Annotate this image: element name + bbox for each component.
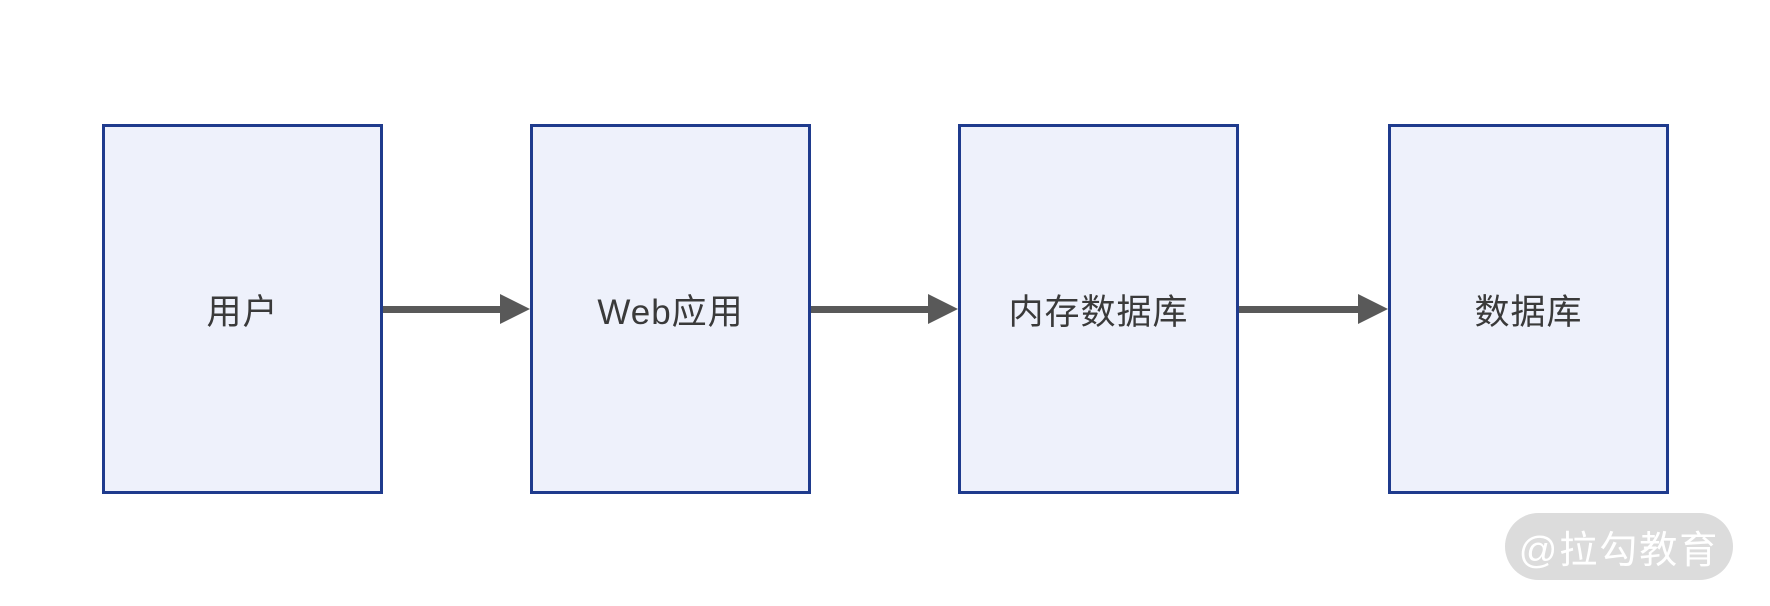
node-db: 数据库 [1388, 124, 1669, 494]
arrow-shaft [383, 305, 503, 313]
node-user: 用户 [102, 124, 383, 494]
watermark-badge: @拉勾教育 [1505, 513, 1733, 580]
arrow-head-icon [500, 294, 530, 324]
arrow-head-icon [1358, 294, 1388, 324]
arrow-head-icon [928, 294, 958, 324]
node-memory-db-label: 内存数据库 [1008, 292, 1189, 332]
flow-arrow-webapp-to-memorydb [811, 294, 958, 324]
arrow-shaft [811, 305, 931, 313]
node-web-app: Web应用 [530, 124, 811, 494]
arrow-shaft [1239, 305, 1361, 313]
node-web-app-label: Web应用 [597, 292, 744, 332]
node-user-label: 用户 [206, 292, 279, 332]
node-memory-db: 内存数据库 [958, 124, 1239, 494]
node-db-label: 数据库 [1474, 292, 1583, 332]
watermark-text: @拉勾教育 [1518, 530, 1720, 572]
flow-arrow-user-to-webapp [383, 294, 530, 324]
flow-arrow-memorydb-to-db [1239, 294, 1388, 324]
